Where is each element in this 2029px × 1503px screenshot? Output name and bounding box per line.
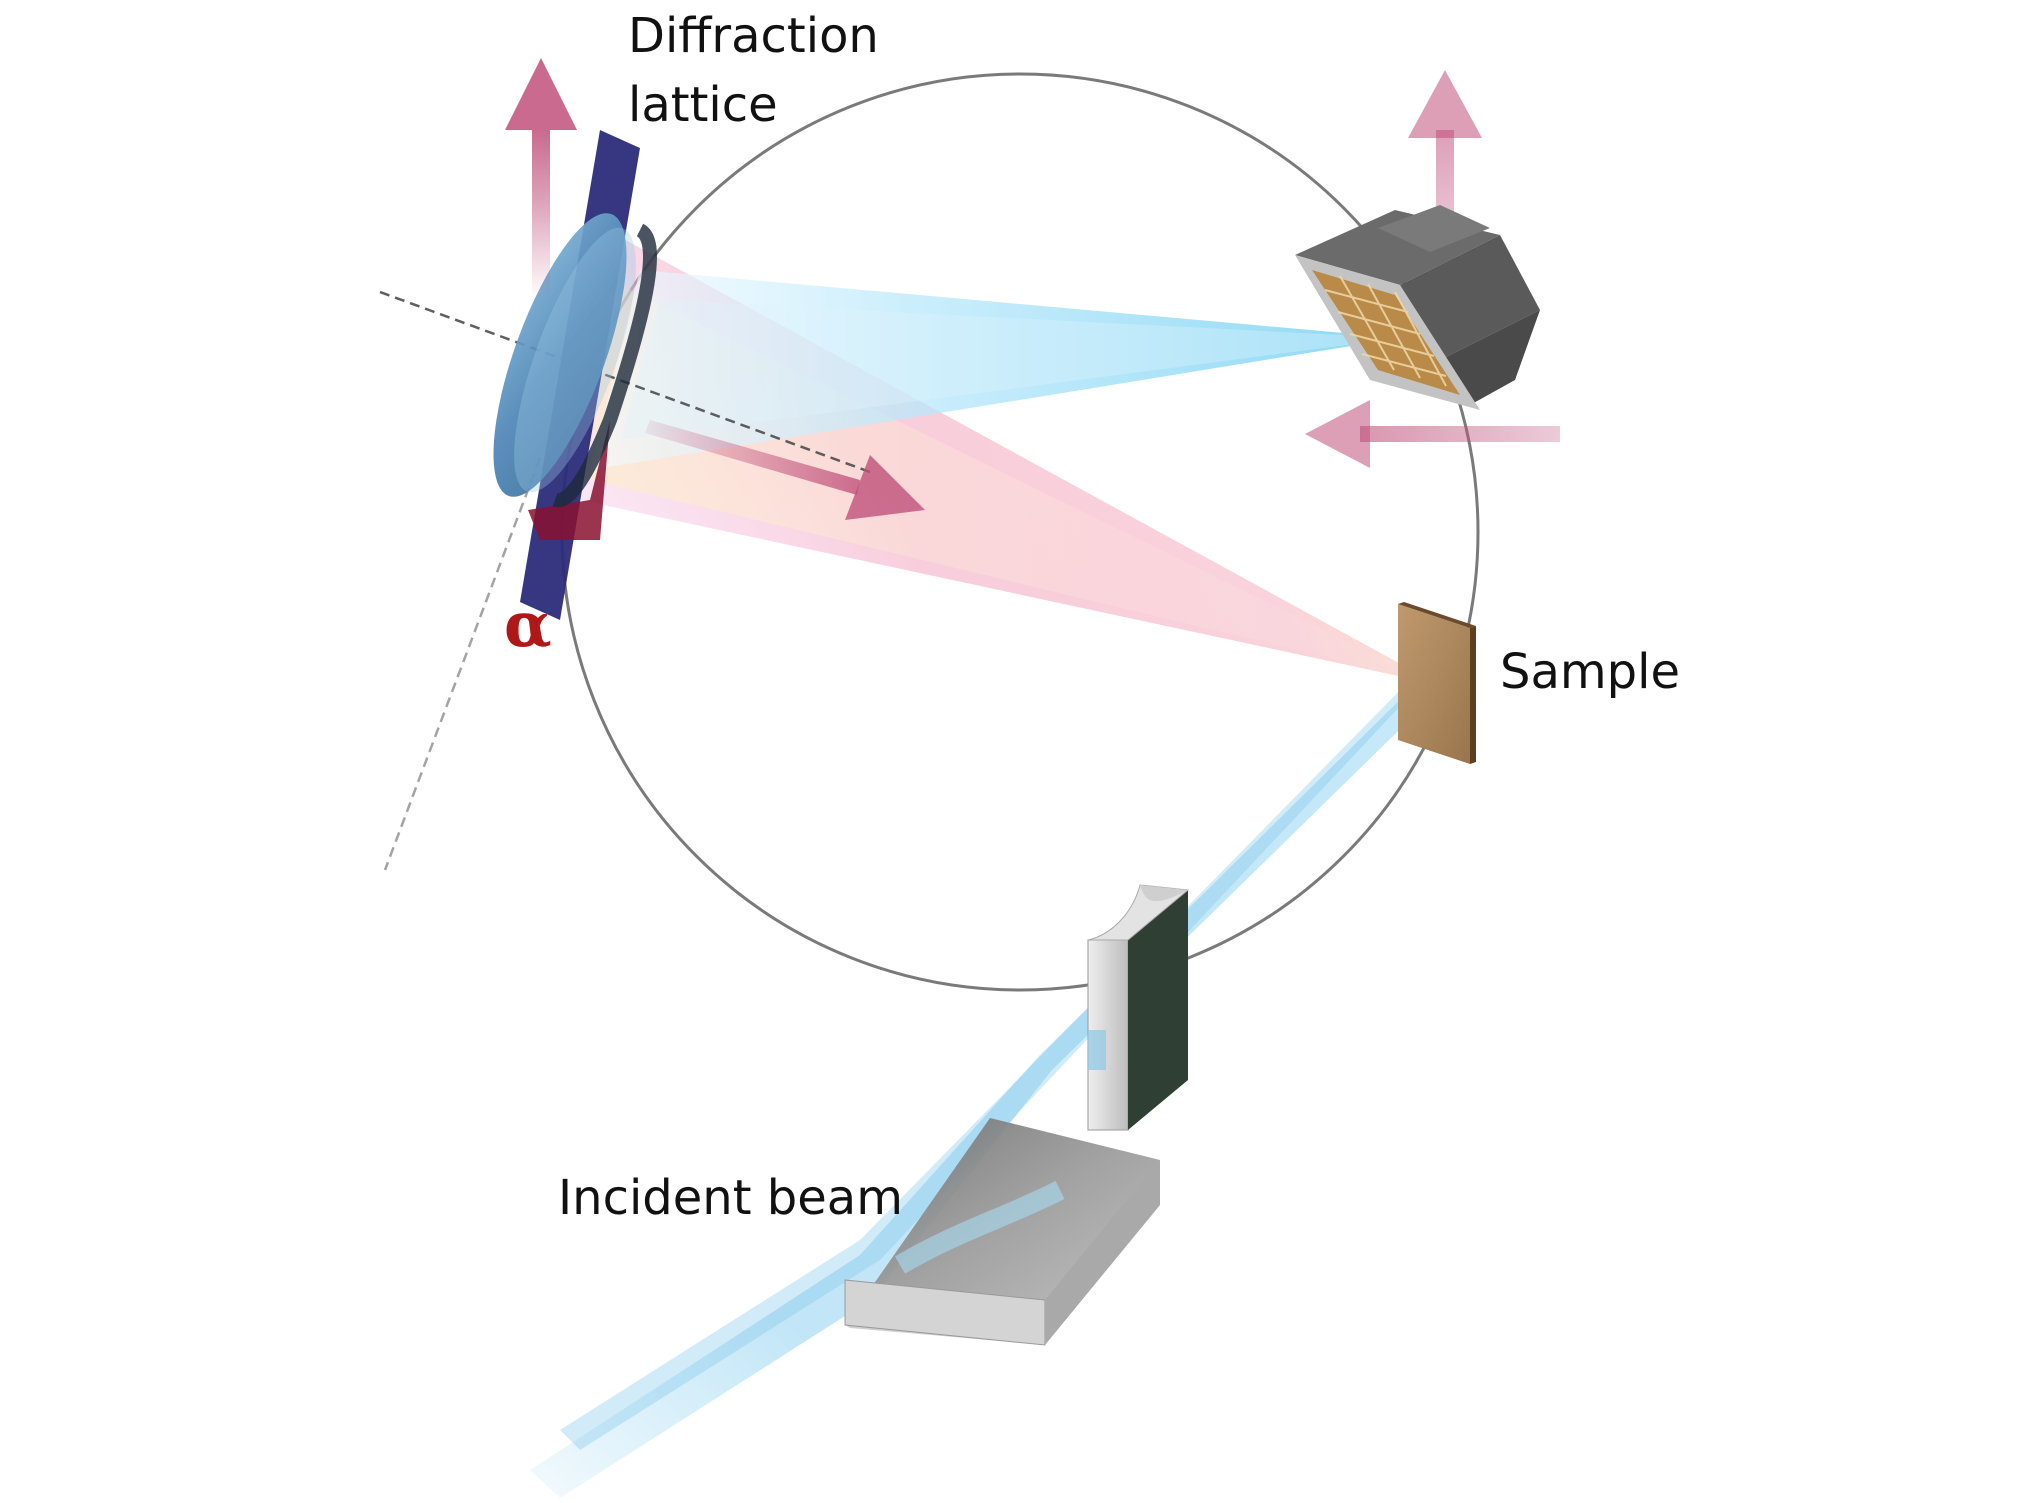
detector-horizontal-arrow [1305,400,1560,468]
sample-label: Sample [1500,644,1680,700]
detector [1295,205,1540,410]
angle-alpha-label: α [504,588,552,661]
diffraction-lattice-label-line1: Diffraction [628,8,879,64]
entrance-slit [1087,884,1190,1131]
incident-beam-label: Incident beam [558,1170,903,1226]
grating-translation-arrow [505,58,577,300]
focused-beam [590,270,1400,470]
incident-beam [530,675,1440,1498]
diffraction-lattice-label-line2: lattice [628,77,778,133]
grating-rotation-arrow [645,420,925,520]
sample [1398,602,1476,764]
collimating-mirror [844,1118,1160,1346]
diffraction-lattice [493,130,657,620]
